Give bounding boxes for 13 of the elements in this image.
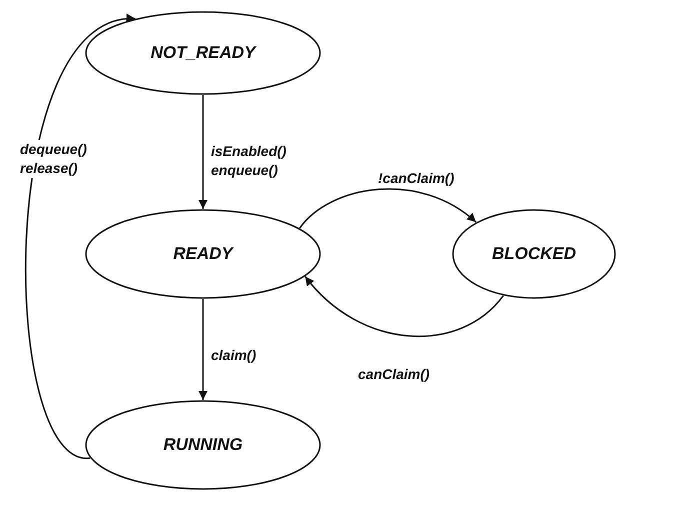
- transition-arrow: [304, 276, 504, 337]
- state-ellipse: [85, 209, 321, 299]
- state-ellipse: [452, 209, 616, 299]
- state-name: READY: [173, 244, 233, 264]
- transition-arrow: [198, 299, 208, 400]
- transition-arrow: [299, 188, 476, 229]
- transition-arrow: [25, 16, 136, 459]
- transition-arrow: [198, 95, 208, 209]
- state-name: BLOCKED: [492, 244, 576, 264]
- state-name: RUNNING: [163, 435, 243, 455]
- state-ellipse: [85, 400, 321, 490]
- state-ellipse: [85, 11, 321, 95]
- state-name: NOT_READY: [150, 43, 256, 63]
